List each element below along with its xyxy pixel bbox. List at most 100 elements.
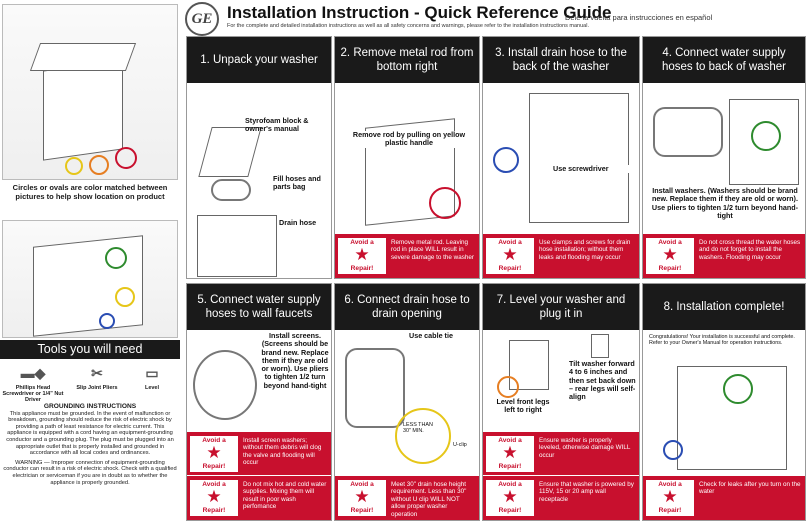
green-circle	[723, 374, 753, 404]
tool-label: Level	[144, 385, 160, 391]
yellow-circle	[115, 287, 135, 307]
avoid-top-label: Avoid a	[202, 437, 226, 444]
star-icon: ★	[354, 245, 370, 264]
label-congratulations: Congratulations! Your installation is su…	[649, 334, 795, 347]
step-art: Level front legs left to right Tilt wash…	[483, 330, 639, 432]
avoid-text: Do not cross thread the water hoses and …	[699, 239, 801, 261]
avoid-bottom-label: Repair!	[350, 265, 374, 272]
label-cable-tie: Use cable tie	[409, 331, 453, 340]
step-title: 8. Installation complete!	[643, 284, 805, 330]
avoid-repair-box-2: Avoid a ★ Repair! Ensure that washer is …	[483, 476, 639, 520]
left-column: Circles or ovals are color matched betwe…	[0, 0, 180, 523]
avoid-badge: Avoid a ★ Repair!	[646, 238, 694, 274]
orange-circle	[497, 376, 519, 398]
avoid-text: Meet 30" drain hose height requirement. …	[391, 481, 467, 518]
washer-back-body	[33, 235, 143, 337]
avoid-text: Ensure that washer is powered by 115V, 1…	[539, 481, 634, 503]
avoid-badge: Avoid a ★ Repair!	[338, 238, 386, 274]
avoid-text: Install screen washers; without them deb…	[243, 437, 322, 467]
step-1-panel: 1. Unpack your washer Styrofoam block & …	[186, 36, 332, 279]
avoid-repair-box: Avoid a ★ Repair! Use clamps and screws …	[483, 234, 639, 278]
green-circle	[105, 247, 127, 269]
star-icon: ★	[206, 443, 222, 462]
blue-circle	[663, 440, 683, 460]
avoid-badge: Avoid a ★ Repair!	[338, 480, 386, 516]
avoid-bottom-label: Repair!	[202, 507, 226, 514]
washer-top-illustration	[198, 127, 262, 177]
blue-circle	[493, 147, 519, 173]
avoid-badge: Avoid a ★ Repair!	[486, 436, 534, 472]
step-art: Use cable tie LESS THAN 30" MIN. U-clip	[335, 330, 479, 476]
avoid-repair-box: Avoid a ★ Repair! Remove metal rod. Leav…	[335, 234, 479, 278]
orange-circle	[89, 155, 109, 175]
fill-hose-illustration	[211, 179, 251, 201]
label-styrofoam: Styrofoam block & owner's manual	[245, 116, 309, 134]
step-title: 5. Connect water supply hoses to wall fa…	[187, 284, 331, 330]
page-subtitle: For the complete and detailed installati…	[227, 23, 589, 29]
label-install-screens: Install screens. (Screens should be bran…	[261, 331, 329, 390]
washer-back-illustration	[2, 220, 178, 338]
level-icon: ▭	[145, 365, 159, 381]
red-circle	[429, 187, 461, 219]
step-6-panel: 6. Connect drain hose to drain opening U…	[334, 283, 480, 521]
red-circle	[115, 147, 137, 169]
label-u-clip: U-clip	[453, 442, 467, 448]
star-icon: ★	[206, 487, 222, 506]
label-fill-hoses: Fill hoses and parts bag	[273, 174, 321, 192]
avoid-bottom-label: Repair!	[350, 507, 374, 514]
avoid-bottom-label: Repair!	[202, 463, 226, 470]
avoid-top-label: Avoid a	[498, 481, 522, 488]
color-match-caption: Circles or ovals are color matched betwe…	[12, 183, 168, 201]
washer-back-illustration	[729, 99, 799, 185]
spanish-note: Dele la vuelta para instrucciones en esp…	[565, 13, 713, 22]
washer-body	[43, 59, 123, 161]
tool-pliers: ✂ Slip Joint Pliers	[72, 361, 122, 391]
avoid-badge: Avoid a ★ Repair!	[190, 436, 238, 472]
avoid-repair-box-1: Avoid a ★ Repair! Install screen washers…	[187, 432, 331, 476]
avoid-text: Do not mix hot and cold water supplies. …	[243, 481, 327, 511]
avoid-badge: Avoid a ★ Repair!	[646, 480, 694, 516]
step-art: Install washers. (Washers should be bran…	[643, 83, 805, 234]
step-art: Use screwdriver	[483, 83, 639, 234]
tool-label: Slip Joint Pliers	[76, 385, 118, 391]
page-title: Installation Instruction - Quick Referen…	[227, 3, 612, 22]
pliers-icon: ✂	[91, 365, 103, 381]
avoid-repair-box: Avoid a ★ Repair! Check for leaks after …	[643, 476, 805, 520]
avoid-bottom-label: Repair!	[658, 265, 682, 272]
avoid-badge: Avoid a ★ Repair!	[486, 480, 534, 516]
label-drain-hose: Drain hose	[279, 218, 317, 227]
yellow-circle	[65, 157, 83, 175]
tool-label: Phillips Head Screwdriver or 1/4" Nut Dr…	[2, 385, 64, 403]
ge-logo: GE	[185, 2, 219, 36]
header: GE Installation Instruction - Quick Refe…	[0, 0, 808, 38]
avoid-top-label: Avoid a	[658, 239, 682, 246]
tool-screwdriver: ▬◆ Phillips Head Screwdriver or 1/4" Nut…	[2, 361, 64, 403]
avoid-bottom-label: Repair!	[498, 265, 522, 272]
faucet-hose-illustration	[193, 350, 257, 420]
tools-banner: Tools you will need	[0, 340, 180, 359]
avoid-text: Ensure washer is properly leveled, other…	[539, 437, 631, 459]
avoid-top-label: Avoid a	[350, 481, 374, 488]
label-screwdriver: Use screwdriver	[553, 164, 633, 174]
supply-hose-illustration	[653, 107, 723, 157]
warning-text: WARNING — Improper connection of equipme…	[3, 459, 177, 486]
avoid-top-label: Avoid a	[350, 239, 374, 246]
star-icon: ★	[502, 487, 518, 506]
blue-circle	[99, 313, 115, 329]
avoid-repair-box: Avoid a ★ Repair! Do not cross thread th…	[643, 234, 805, 278]
yellow-circle	[395, 408, 451, 464]
grounding-title: GROUNDING INSTRUCTIONS	[43, 403, 137, 410]
step-title: 2. Remove metal rod from bottom right	[335, 37, 479, 83]
step-title: 6. Connect drain hose to drain opening	[335, 284, 479, 330]
label-level-legs: Level front legs left to right	[496, 397, 550, 415]
step-title: 1. Unpack your washer	[187, 37, 331, 83]
step-art: Remove rod by pulling on yellow plastic …	[335, 83, 479, 234]
washer-overview-illustration	[2, 4, 178, 180]
avoid-text: Remove metal rod. Leaving rod in place W…	[391, 239, 474, 261]
avoid-bottom-label: Repair!	[658, 507, 682, 514]
avoid-top-label: Avoid a	[498, 239, 522, 246]
avoid-repair-box-2: Avoid a ★ Repair! Do not mix hot and col…	[187, 476, 331, 520]
grounding-instructions: GROUNDING INSTRUCTIONS This appliance mu…	[3, 403, 177, 486]
wall-outlet-illustration	[591, 334, 609, 358]
drain-hose-illustration	[345, 348, 405, 428]
